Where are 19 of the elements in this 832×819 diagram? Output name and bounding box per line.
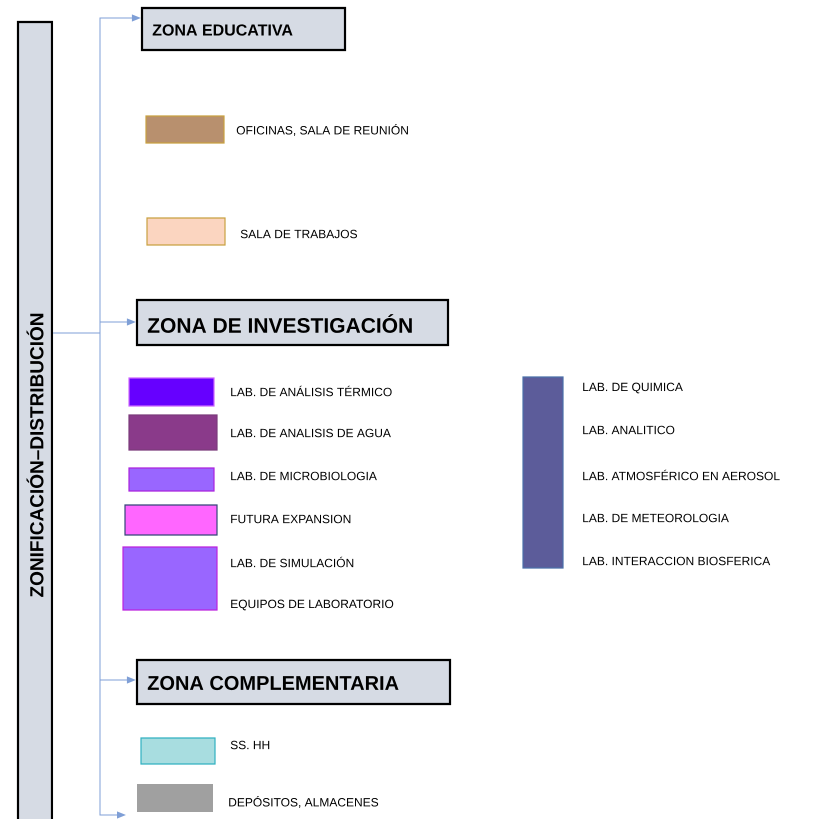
- legend-label: LAB. DE MICROBIOLOGIA: [231, 472, 377, 480]
- legend-label: LAB. DE QUIMICA: [583, 382, 683, 394]
- legend-label: LAB. DE METEOROLOGIA: [583, 514, 729, 522]
- legend-label: SALA DE TRABAJOS: [240, 230, 357, 238]
- vertical-band: ZONIFICACIÓN–DISTRIBUCIÓN: [16, 20, 54, 819]
- legend-label: EQUIPOS DE LABORATORIO: [231, 600, 394, 610]
- zone-header: ZONA DE INVESTIGACIÓN: [136, 298, 450, 346]
- zone-header: ZONA EDUCATIVA: [140, 6, 346, 52]
- legend-label: DEPÓSITOS, ALMACENES: [229, 796, 378, 808]
- zone-header: ZONA COMPLEMENTARIA: [136, 658, 452, 706]
- legend-label: LAB. DE SIMULACIÓN: [231, 556, 354, 568]
- legend-label: LAB. DE ANALISIS DE AGUA: [231, 428, 391, 438]
- legend-label: LAB. INTERACCION BIOSFERICA: [583, 556, 770, 566]
- legend-label: LAB. ANALITICO: [583, 426, 674, 434]
- legend-label: LAB. DE ANÁLISIS TÉRMICO: [231, 386, 392, 396]
- legend-label: SS. HH: [230, 740, 270, 750]
- legend-label: FUTURA EXPANSION: [231, 514, 350, 524]
- legend-label: OFICINAS, SALA DE REUNIÓN: [236, 124, 408, 136]
- legend-label: LAB. ATMOSFÉRICO EN AEROSOL: [583, 470, 780, 480]
